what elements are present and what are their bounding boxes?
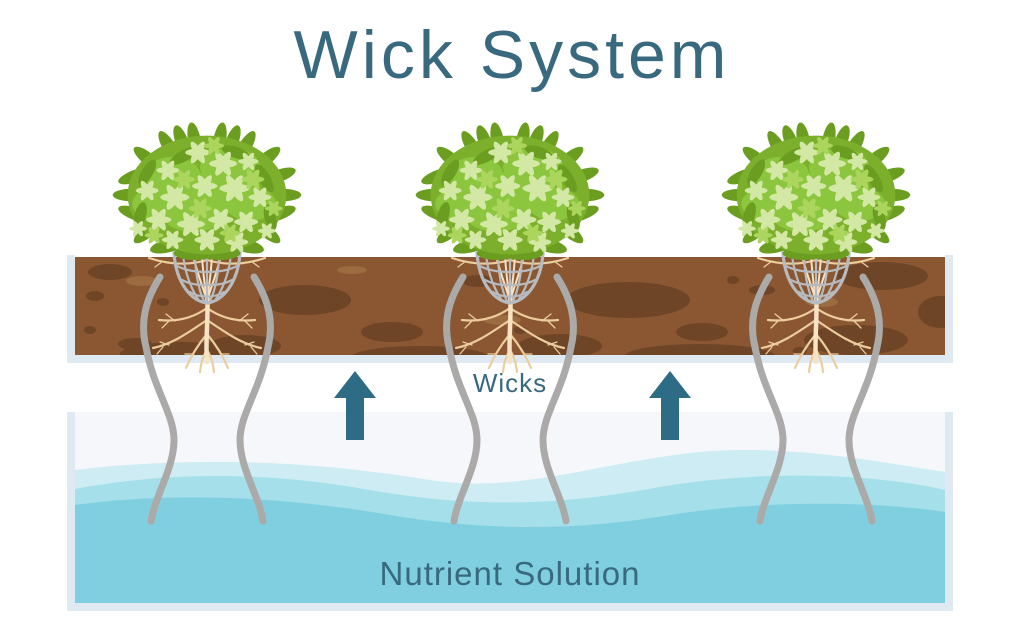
reservoir	[67, 412, 953, 611]
wicks-label: Wicks	[472, 368, 548, 398]
grow-tray-border	[67, 255, 75, 363]
reservoir-border	[945, 412, 953, 611]
nutrient-solution-water	[75, 497, 945, 603]
reservoir-border	[67, 603, 953, 611]
nutrient-solution-label: Nutrient Solution	[379, 555, 641, 592]
reservoir-border	[67, 412, 75, 611]
page-title: Wick System	[293, 17, 731, 93]
grow-tray-border	[945, 255, 953, 363]
